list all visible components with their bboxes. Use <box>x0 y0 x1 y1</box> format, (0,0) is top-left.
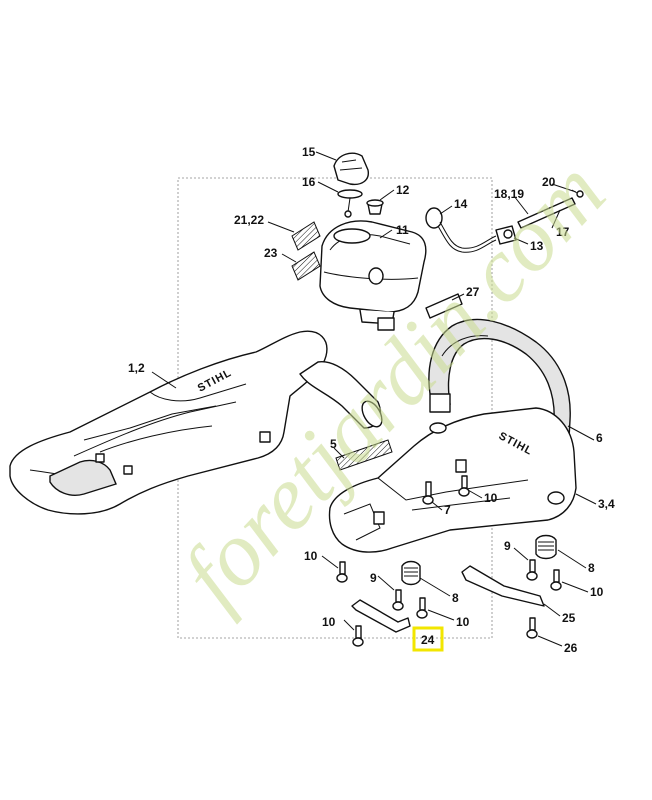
decal-23 <box>291 251 321 281</box>
callout-13: 13 <box>530 239 544 253</box>
tank-cap <box>333 152 369 186</box>
callout-17: 17 <box>556 225 570 239</box>
bracket-25 <box>461 565 545 607</box>
callout-9-b: 9 <box>504 539 511 553</box>
callout-6: 6 <box>596 431 603 445</box>
rod <box>517 197 576 229</box>
callout-7: 7 <box>444 503 451 517</box>
callout-5: 5 <box>330 437 337 451</box>
screw-10-upper <box>458 475 470 497</box>
screw-10-mid <box>416 597 428 619</box>
callout-3-4: 3,4 <box>598 497 615 511</box>
screw-10-right <box>550 569 562 591</box>
spring-8-right <box>535 534 557 560</box>
callout-16: 16 <box>302 175 316 189</box>
callout-12: 12 <box>396 183 410 197</box>
intake-tube <box>299 361 383 429</box>
handle-housing-right <box>328 407 577 553</box>
callout-27: 27 <box>466 285 480 299</box>
handle-housing-left <box>9 330 328 515</box>
fuel-hose <box>425 207 517 253</box>
screw-7 <box>422 481 434 505</box>
callout-24: 24 <box>421 633 435 647</box>
decal-5 <box>335 439 393 471</box>
callout-20: 20 <box>542 175 556 189</box>
decal-21-22 <box>291 221 321 251</box>
fuel-tank <box>319 220 427 331</box>
callout-8-a: 8 <box>452 591 459 605</box>
screw-10-left <box>336 561 348 583</box>
callout-10-e: 10 <box>322 615 336 629</box>
leader-lines <box>151 151 597 647</box>
callout-23: 23 <box>264 246 278 260</box>
screw-9-left <box>392 589 404 611</box>
callout-9-a: 9 <box>370 571 377 585</box>
screw-9-right <box>526 559 538 581</box>
callout-10-d: 10 <box>456 615 470 629</box>
callout-26: 26 <box>564 641 578 655</box>
callout-10-c: 10 <box>590 585 604 599</box>
callout-14: 14 <box>454 197 468 211</box>
grommet <box>366 199 384 215</box>
callout-21-22: 21,22 <box>234 213 264 227</box>
callout-25: 25 <box>562 611 576 625</box>
callout-8-b: 8 <box>588 561 595 575</box>
spring-8-left <box>401 560 421 586</box>
callout-18-19: 18,19 <box>494 187 524 201</box>
callout-15: 15 <box>302 145 316 159</box>
callout-11: 11 <box>396 223 409 237</box>
screw-10-bottom <box>352 625 364 647</box>
seal-ring <box>337 189 363 199</box>
callout-10-b: 10 <box>304 549 318 563</box>
highlight-box <box>412 626 444 652</box>
callout-1-2: 1,2 <box>128 361 145 375</box>
screw-26 <box>526 617 538 639</box>
callout-10-a: 10 <box>484 491 498 505</box>
bracket-24 <box>351 599 411 633</box>
